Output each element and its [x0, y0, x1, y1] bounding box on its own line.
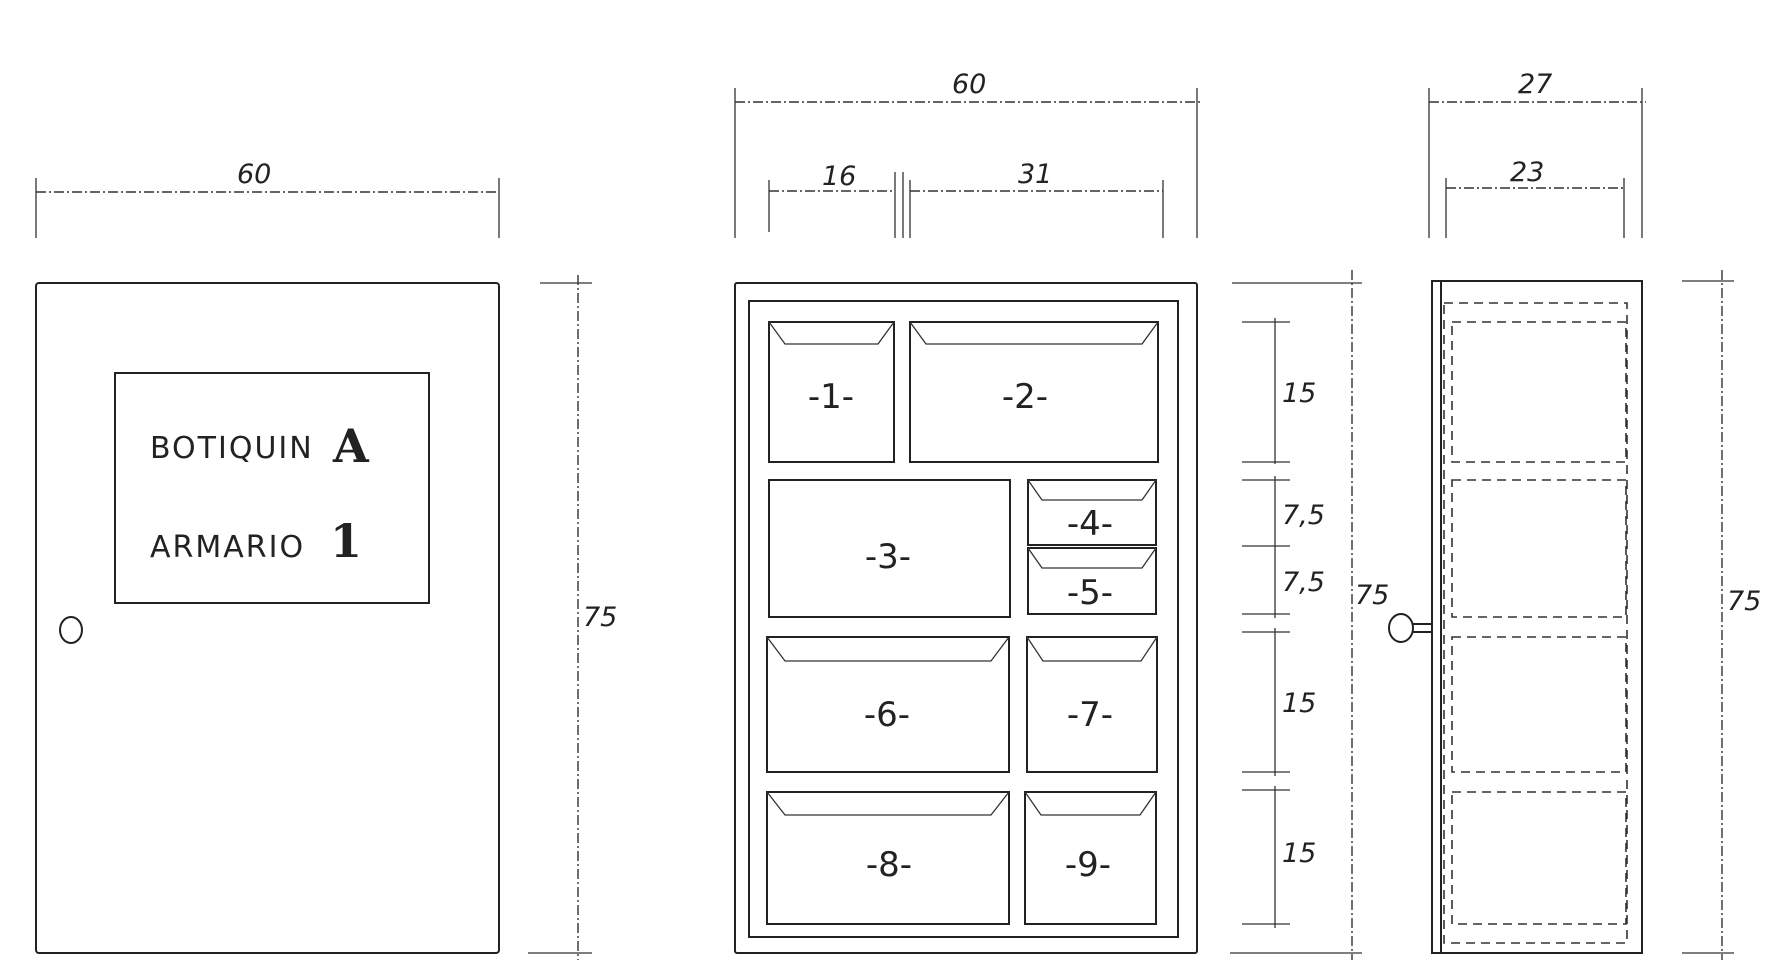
- row-1-height-label: 15: [1282, 378, 1316, 409]
- drawer-5: -5-: [1027, 547, 1157, 615]
- interior-width-label: 60: [952, 69, 986, 100]
- side-inner-depth-label: 23: [1510, 157, 1544, 188]
- door-knob: [59, 616, 83, 644]
- door-sign-panel: [114, 372, 430, 604]
- side-drawer-2: [1451, 479, 1627, 618]
- interior-view: -1- -2- -3- -4- -5- -6-: [734, 69, 1389, 960]
- right-column-dimension: 31: [909, 159, 1164, 238]
- drawer-7: -7-: [1026, 636, 1158, 773]
- drawer-9: -9-: [1024, 791, 1157, 925]
- row-3-height-label: 7,5: [1282, 567, 1325, 598]
- row-4-height-label: 15: [1282, 688, 1316, 719]
- cabinet-outer-frame: [734, 282, 1198, 954]
- side-inner-depth-dimension: 23: [1445, 157, 1626, 238]
- row-height-dimensions: 15 7,5 7,5 15 15: [1242, 318, 1325, 928]
- drawer-3: -3-: [768, 479, 1011, 618]
- drawer-1-label: -1-: [808, 377, 854, 417]
- sign-value-armario: 1: [330, 514, 362, 568]
- drawer-1: -1-: [768, 321, 895, 463]
- drawer-6-label: -6-: [864, 695, 910, 735]
- side-inner-outline: [1443, 302, 1628, 944]
- side-view: 27 23 75: [1388, 69, 1761, 960]
- row-5-height-label: 15: [1282, 838, 1316, 869]
- drawer-6: -6-: [766, 636, 1010, 773]
- front-width-dimension: 60: [35, 159, 500, 238]
- interior-width-dimension: 60: [734, 69, 1200, 238]
- drawer-4: -4-: [1027, 479, 1157, 546]
- drawer-2-label: -2-: [1002, 377, 1048, 417]
- side-height-label: 75: [1727, 586, 1761, 617]
- interior-height-label: 75: [1355, 580, 1389, 611]
- drawer-8-label: -8-: [866, 845, 912, 885]
- drawer-3-label: -3-: [865, 537, 911, 577]
- front-door: [35, 282, 500, 954]
- left-column-dimension: 16: [768, 161, 904, 238]
- drawer-4-label: -4-: [1067, 504, 1113, 544]
- side-drawer-4: [1451, 791, 1627, 925]
- drawer-9-label: -9-: [1065, 845, 1111, 885]
- front-height-label: 75: [583, 602, 617, 633]
- sign-label-armario: ARMARIO: [150, 530, 305, 565]
- side-door-knob: [1388, 613, 1414, 643]
- front-width-label: 60: [237, 159, 271, 190]
- side-depth-dimension: 27: [1428, 69, 1646, 238]
- side-drawer-1: [1451, 321, 1627, 463]
- front-height-dimension: 75: [528, 275, 617, 960]
- left-column-label: 16: [822, 161, 856, 192]
- right-column-label: 31: [1018, 159, 1052, 190]
- cabinet-inner-frame: [748, 300, 1179, 938]
- front-view: BOTIQUIN A ARMARIO 1 60 75: [35, 159, 617, 960]
- drawer-2: -2-: [909, 321, 1159, 463]
- side-depth-label: 27: [1518, 69, 1552, 100]
- side-height-dimension: 75: [1682, 270, 1761, 960]
- side-outer-frame: [1431, 280, 1643, 954]
- sign-value-botiquin: A: [332, 419, 370, 473]
- drawer-8: -8-: [766, 791, 1010, 925]
- row-2-height-label: 7,5: [1282, 500, 1325, 531]
- drawer-5-label: -5-: [1067, 573, 1113, 613]
- drawer-7-label: -7-: [1067, 695, 1113, 735]
- sign-label-botiquin: BOTIQUIN: [150, 431, 314, 466]
- interior-height-dimension: 75: [1230, 270, 1389, 960]
- side-drawer-3: [1451, 636, 1627, 773]
